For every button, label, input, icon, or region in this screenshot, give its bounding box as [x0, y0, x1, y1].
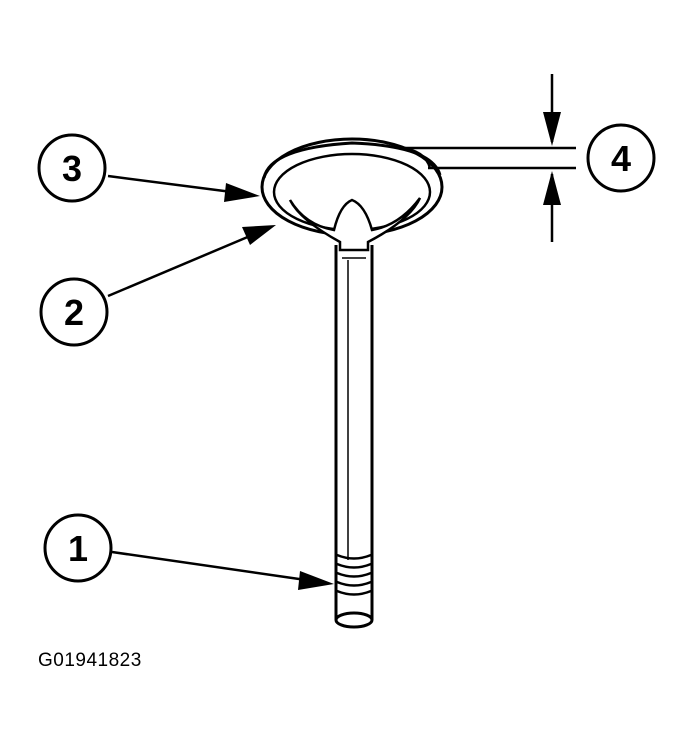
- callout-label-2: 2: [64, 292, 84, 333]
- dimension-arrow-bottom-head: [543, 171, 561, 205]
- valve-margin-rim: [262, 141, 442, 179]
- callout-label-4: 4: [611, 138, 631, 179]
- callout-circle-1: [43, 513, 113, 583]
- callout-4: 4: [586, 123, 656, 193]
- leader-line-2: [107, 234, 251, 298]
- callout-circle-2: [39, 277, 109, 347]
- callout-1: 1: [43, 513, 113, 583]
- callout-circle-3: [37, 133, 107, 203]
- leader-line-1: [111, 550, 307, 582]
- dimension-arrow-top-head: [543, 112, 561, 146]
- engine-valve: [260, 137, 444, 629]
- valve-stem: [334, 245, 374, 620]
- figure-id: G01941823: [38, 650, 142, 671]
- keeper-grooves: [336, 553, 372, 596]
- callout-label-3: 3: [62, 148, 82, 189]
- callout-label-1: 1: [68, 528, 88, 569]
- valve-fillet: [288, 197, 422, 252]
- callout-3: 3: [37, 133, 107, 203]
- leader-line-3: [107, 174, 233, 194]
- margin-dimension: [399, 74, 576, 242]
- valve-stem-tip: [334, 611, 374, 629]
- callout-2: 2: [39, 277, 109, 347]
- callout-circle-4: [586, 123, 656, 193]
- leader-arrowhead-1: [298, 571, 334, 590]
- leader-arrows: [107, 174, 334, 590]
- leader-arrowhead-3: [224, 183, 260, 202]
- extension-line-join: [399, 146, 432, 169]
- leader-arrowhead-2: [242, 225, 276, 245]
